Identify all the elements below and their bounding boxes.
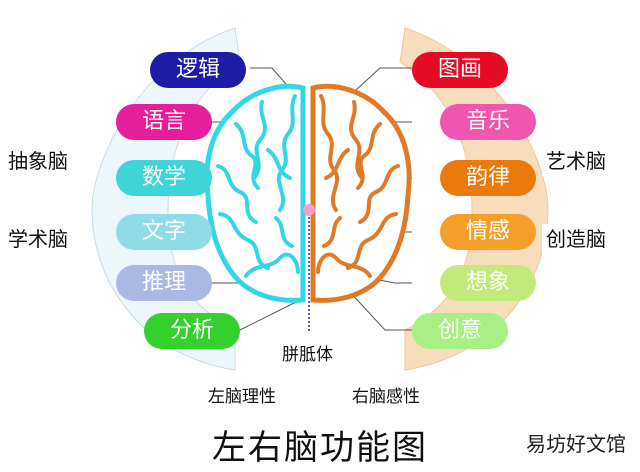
left-brain-label: 左脑理性 [208, 387, 276, 407]
category-label-art: 艺术脑 [542, 146, 610, 176]
right-brain-label: 右脑感性 [352, 387, 420, 407]
right-function-pill: 图画 [412, 52, 508, 88]
right-function-pill: 情感 [440, 214, 536, 250]
right-hemisphere [310, 83, 412, 303]
watermark: 易坊好文馆 [520, 426, 632, 459]
left-function-pill: 推理 [116, 265, 212, 301]
right-function-pill: 音乐 [440, 104, 536, 140]
right-function-pill: 韵律 [440, 160, 536, 196]
left-function-pill: 逻辑 [150, 52, 246, 88]
corpus-callosum-label: 胼胝体 [282, 345, 333, 365]
category-label-academic: 学术脑 [4, 224, 72, 254]
category-label-creative: 创造脑 [542, 224, 610, 254]
diagram-title: 左右脑功能图 [212, 428, 428, 468]
left-hemisphere [204, 83, 306, 303]
category-label-abstract: 抽象脑 [4, 146, 72, 176]
right-function-pill: 创意 [412, 313, 508, 349]
left-function-pill: 文字 [116, 214, 212, 250]
left-function-pill: 分析 [144, 313, 240, 349]
corpus-callosum-dot [303, 204, 315, 216]
right-function-pill: 想象 [440, 265, 536, 301]
left-function-pill: 语言 [116, 104, 212, 140]
left-function-pill: 数学 [116, 160, 212, 196]
